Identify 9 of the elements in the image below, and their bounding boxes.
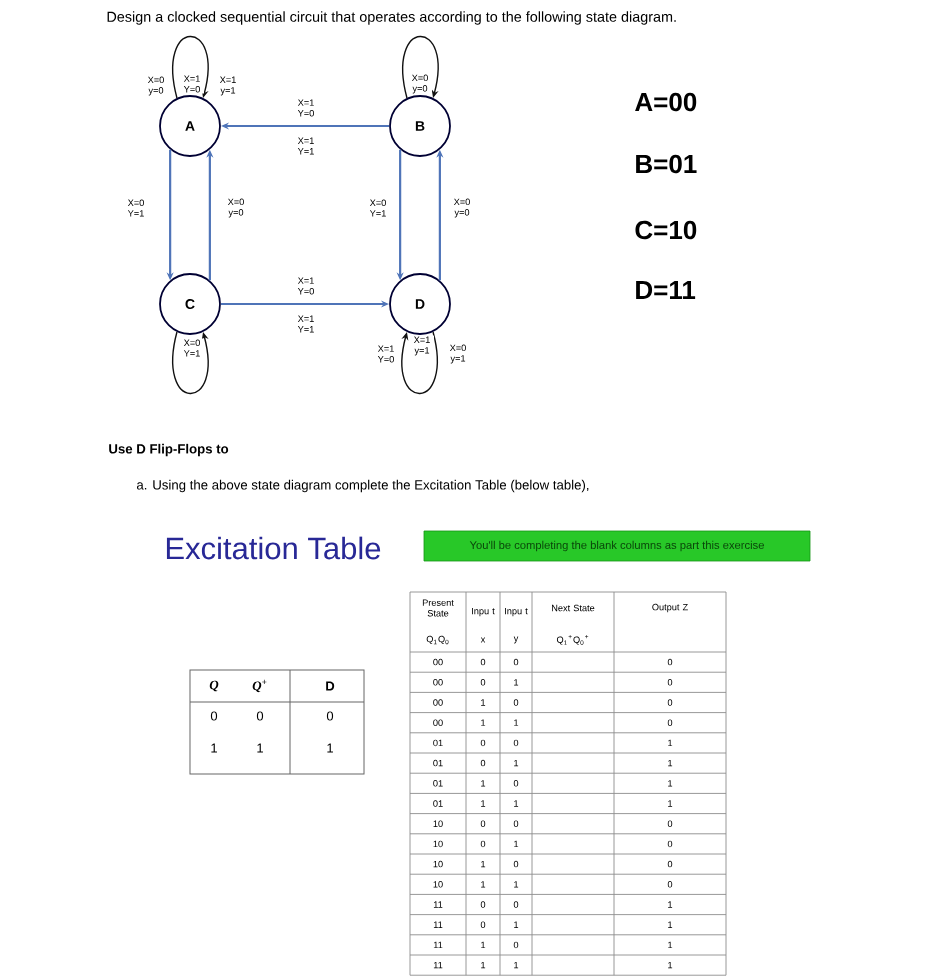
state-code: B=01 [636,154,697,174]
arrow [402,35,439,99]
state-code: A=00 [635,92,697,112]
arrow [172,35,209,99]
state-code: D=11 [636,281,696,299]
state-code: C=10 [635,220,697,240]
arrow [172,331,209,395]
arrow [401,331,438,395]
section-heading: Excitation Table [166,536,381,560]
